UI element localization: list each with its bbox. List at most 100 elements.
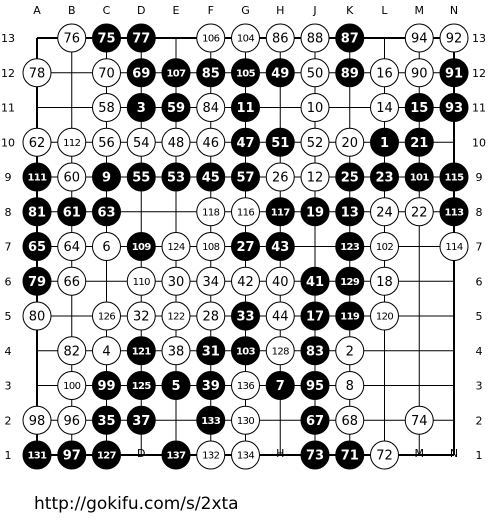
stone-move-number: 101 <box>410 173 430 184</box>
stone-move-number: 54 <box>133 136 150 151</box>
black-stone: 55 <box>126 162 156 192</box>
white-stone: 104 <box>231 23 260 53</box>
black-stone: 125 <box>126 371 156 400</box>
row-label: 5 <box>476 310 483 323</box>
stone-move-number: 111 <box>27 173 47 184</box>
black-stone: 133 <box>196 405 226 435</box>
stone-move-number: 30 <box>168 275 185 290</box>
black-stone: 93 <box>439 93 469 122</box>
white-stone: 10 <box>300 93 330 122</box>
stone-move-number: 74 <box>411 414 428 429</box>
stone-move-number: 122 <box>167 312 185 323</box>
stone-move-number: 89 <box>341 66 359 81</box>
stone-move-number: 43 <box>271 240 289 255</box>
black-stone: 37 <box>126 405 156 435</box>
row-label: 7 <box>5 241 12 254</box>
white-stone: 38 <box>161 336 191 366</box>
stone-move-number: 15 <box>410 101 428 116</box>
black-stone: 15 <box>404 93 434 122</box>
white-stone: 134 <box>231 440 260 470</box>
column-label: C <box>103 4 111 17</box>
column-label: G <box>241 4 250 17</box>
stone-move-number: 65 <box>28 240 46 255</box>
stone-move-number: 55 <box>132 171 150 186</box>
stone-move-number: 41 <box>306 275 324 290</box>
white-stone: 16 <box>370 58 399 88</box>
stone-move-number: 88 <box>307 32 324 47</box>
black-stone: 61 <box>57 197 87 227</box>
stone-move-number: 109 <box>132 242 152 253</box>
white-stone: 74 <box>404 405 434 435</box>
white-stone: 78 <box>22 58 52 88</box>
row-label: 10 <box>472 136 486 149</box>
stone-move-number: 83 <box>306 344 324 359</box>
stone-move-number: 48 <box>168 136 185 151</box>
black-stone: 7 <box>265 371 295 400</box>
stone-move-number: 75 <box>97 32 115 47</box>
column-label: E <box>173 4 180 17</box>
white-stone: 34 <box>196 266 226 296</box>
stone-move-number: 113 <box>444 207 464 218</box>
stone-move-number: 119 <box>340 312 360 323</box>
black-stone: 35 <box>92 405 121 435</box>
row-label: 12 <box>1 67 15 80</box>
stone-move-number: 71 <box>341 449 359 464</box>
stone-move-number: 42 <box>237 275 254 290</box>
stone-move-number: 127 <box>97 451 117 462</box>
stone-move-number: 93 <box>445 101 463 116</box>
stone-move-number: 105 <box>236 68 256 79</box>
row-label: 7 <box>476 241 483 254</box>
row-label: 12 <box>472 67 486 80</box>
white-stone: 14 <box>370 93 399 122</box>
white-stone: 130 <box>231 405 260 435</box>
white-stone: 2 <box>335 336 365 366</box>
stone-move-number: 53 <box>167 171 185 186</box>
stone-move-number: 77 <box>132 32 150 47</box>
stone-move-number: 52 <box>307 136 324 151</box>
stone-move-number: 104 <box>237 34 255 45</box>
white-stone: 126 <box>92 301 121 331</box>
column-label: B <box>68 4 76 17</box>
black-stone: 111 <box>22 162 52 192</box>
white-stone: 12 <box>300 162 330 192</box>
white-stone: 58 <box>92 93 121 122</box>
black-stone: 23 <box>370 162 399 192</box>
stone-move-number: 37 <box>132 414 150 429</box>
white-stone: 6 <box>92 232 121 261</box>
black-stone: 57 <box>231 162 260 192</box>
stone-move-number: 91 <box>445 66 463 81</box>
stone-move-number: 9 <box>102 171 111 186</box>
column-label: L <box>381 4 388 17</box>
white-stone: 102 <box>370 232 399 261</box>
stone-move-number: 50 <box>307 66 324 81</box>
stone-move-number: 4 <box>102 344 110 359</box>
white-stone: 50 <box>300 58 330 88</box>
white-stone: 52 <box>300 127 330 157</box>
white-stone: 72 <box>370 440 399 470</box>
white-stone: 92 <box>439 23 469 53</box>
column-label: F <box>208 4 214 17</box>
stone-move-number: 47 <box>236 136 254 151</box>
black-stone: 99 <box>92 371 121 400</box>
white-stone: 62 <box>22 127 52 157</box>
stone-move-number: 129 <box>340 277 360 288</box>
black-stone: 65 <box>22 232 52 261</box>
black-stone: 41 <box>300 266 330 296</box>
black-stone: 31 <box>196 336 226 366</box>
white-stone: 112 <box>57 127 87 157</box>
black-stone: 53 <box>161 162 191 192</box>
black-stone: 59 <box>161 93 191 122</box>
stone-move-number: 49 <box>271 66 289 81</box>
black-stone: 95 <box>300 371 330 400</box>
black-stone: 113 <box>439 197 469 227</box>
white-stone: 66 <box>57 266 87 296</box>
black-stone: 89 <box>335 58 365 88</box>
stone-move-number: 46 <box>202 136 219 151</box>
stone-move-number: 98 <box>29 414 46 429</box>
stone-move-number: 7 <box>276 379 285 394</box>
stone-move-number: 69 <box>132 66 150 81</box>
black-stone: 19 <box>300 197 330 227</box>
stone-move-number: 90 <box>411 66 428 81</box>
stone-move-number: 132 <box>202 451 220 462</box>
black-stone: 105 <box>231 58 260 88</box>
